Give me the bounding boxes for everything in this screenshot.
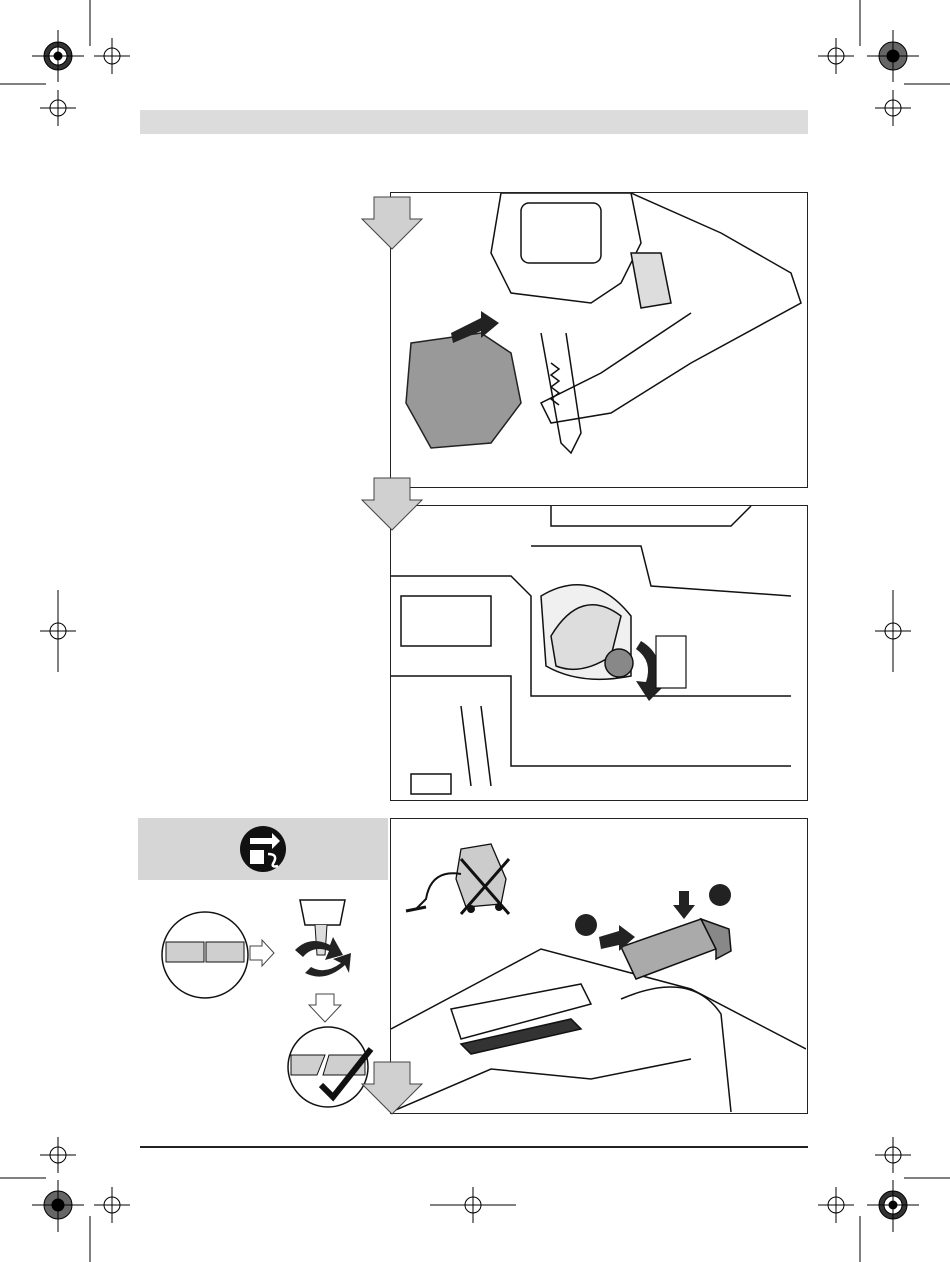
header-bar — [140, 110, 808, 134]
panel-attach-guard — [390, 192, 808, 488]
panel-stroke-selector — [390, 505, 808, 801]
down-arrow-icon — [360, 1060, 424, 1116]
vacuum-crossed-icon — [406, 844, 509, 914]
down-arrow-icon — [360, 476, 424, 532]
wood-board-icon — [160, 910, 250, 1000]
jigsaw-guard-illustration — [391, 193, 806, 486]
saw-rotate-icon — [285, 895, 360, 985]
unplug-icon — [238, 824, 288, 874]
down-arrow-icon — [308, 993, 342, 1023]
connector-line-1 — [390, 250, 391, 490]
callout-1 — [575, 914, 597, 936]
stroke-selector-illustration — [391, 506, 806, 799]
panel-dust-extraction — [390, 818, 808, 1114]
warning-box — [138, 818, 388, 880]
dust-extraction-illustration — [391, 819, 806, 1112]
callout-2 — [709, 884, 731, 906]
down-arrow-icon — [360, 195, 424, 251]
chip-guard-icon — [406, 333, 521, 448]
push-arrow-icon — [248, 938, 276, 968]
footer-line — [140, 1146, 808, 1148]
